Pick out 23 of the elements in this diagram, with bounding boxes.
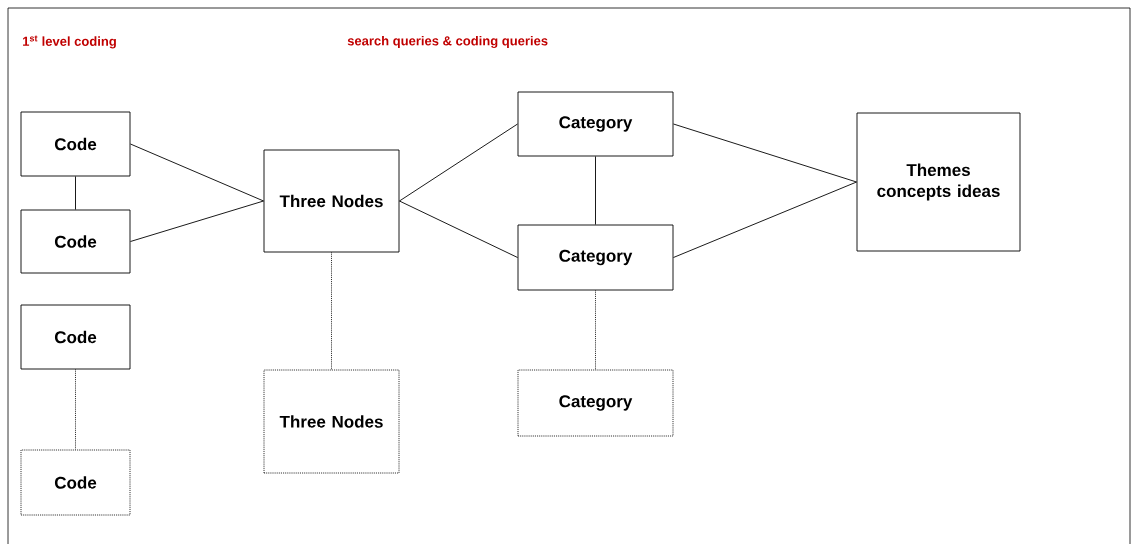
process-box: Code [20,304,131,370]
connector-line [399,123,518,202]
connector-line [673,181,857,258]
process-box: Category [517,369,674,437]
process-box: Category [517,91,674,157]
connector-line [75,176,76,210]
process-box: Three Nodes [263,369,400,474]
connector-line [130,143,264,202]
heading-label: search queries & coding queries [347,35,548,49]
connector-line [331,252,332,370]
process-box: Category [517,224,674,291]
connector-line [595,290,596,370]
process-box: Code [20,449,131,516]
process-box: Themes concepts ideas [856,112,1021,252]
process-box: Code [20,111,131,177]
process-box: Code [20,209,131,274]
connector-line [595,156,596,225]
connector-line [75,369,76,450]
heading-label: 1$^{st}$ level coding [23,35,116,49]
connector-line [673,123,857,183]
process-box: Three Nodes [263,149,400,253]
connector-line [130,200,264,242]
connector-line [399,200,518,258]
